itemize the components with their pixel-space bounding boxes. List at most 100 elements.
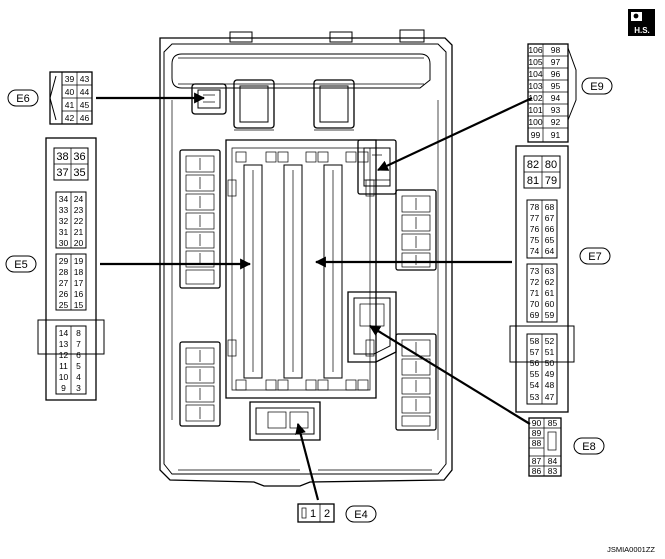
label-e6: E6 — [7, 89, 39, 107]
e7-pin: 80 — [545, 159, 557, 171]
e7-pin: 52 — [545, 336, 555, 346]
e9-pin: 105 — [528, 57, 542, 67]
e5-pin: 27 — [59, 278, 69, 288]
central-fuse-area — [225, 139, 377, 399]
e9-socket — [357, 139, 397, 195]
label-e8: E8 — [573, 437, 605, 455]
e7-pin: 82 — [527, 159, 539, 171]
e7-pin: 64 — [545, 246, 555, 256]
e5-pin: 32 — [59, 216, 69, 226]
e7-block-b: 73 63 72 62 71 61 70 60 69 59 — [530, 266, 555, 320]
e5-pin: 24 — [74, 194, 84, 204]
e8-label: E8 — [582, 441, 595, 453]
e8-pin: 83 — [548, 466, 558, 476]
e7-pin: 57 — [530, 347, 540, 357]
e7-label: E7 — [588, 251, 601, 263]
e7-pin: 50 — [545, 358, 555, 368]
e9-pin: 93 — [551, 105, 561, 115]
e7-pin: 49 — [545, 369, 555, 379]
e5-pin: 30 — [59, 238, 69, 248]
e4-pin: 1 — [310, 508, 316, 520]
right-fuse-column-lower — [395, 333, 437, 431]
e7-pin: 54 — [530, 380, 540, 390]
e7-pin: 66 — [545, 224, 555, 234]
e7-pin: 78 — [530, 202, 540, 212]
e7-pin: 76 — [530, 224, 540, 234]
label-e7: E7 — [579, 247, 611, 265]
e5-pin: 36 — [73, 151, 85, 163]
e7-pin: 60 — [545, 299, 555, 309]
e5-pin: 19 — [74, 256, 84, 266]
e7-pin: 81 — [527, 175, 539, 187]
hs-badge-icon: H.S. — [628, 9, 655, 36]
e7-pin: 68 — [545, 202, 555, 212]
e7-block-c: 58 52 57 51 56 50 55 49 54 48 53 47 — [530, 336, 555, 402]
e8-pin: 85 — [548, 418, 558, 428]
e5-pin: 38 — [56, 151, 68, 163]
e5-pin: 11 — [59, 361, 68, 371]
e5-pin: 3 — [76, 383, 81, 393]
e8-pin: 87 — [532, 456, 542, 466]
e5-pin: 14 — [59, 328, 69, 338]
e7-pin: 48 — [545, 380, 555, 390]
e5-pin: 10 — [59, 372, 69, 382]
e5-pin: 28 — [59, 267, 69, 277]
e5-pin: 16 — [74, 289, 84, 299]
e5-block-a: 34 24 33 23 32 22 31 21 30 20 — [59, 194, 84, 248]
e7-pin: 67 — [545, 213, 555, 223]
e7-pin: 65 — [545, 235, 555, 245]
e9-pin: 96 — [551, 69, 561, 79]
left-fuse-column-upper — [179, 149, 221, 289]
e4-label: E4 — [354, 509, 367, 521]
arrow-e4 — [295, 422, 320, 501]
e7-pin: 79 — [545, 175, 557, 187]
e6-pin: 42 — [65, 113, 75, 123]
e5-pin: 9 — [61, 383, 66, 393]
e5-pin: 20 — [74, 238, 84, 248]
e5-block-c: 14 8 13 7 12 6 11 5 10 4 9 3 — [59, 328, 81, 393]
e5-pin: 31 — [59, 227, 69, 237]
connector-e5: 38 36 37 35 34 24 33 23 32 22 31 21 30 2… — [37, 137, 105, 401]
e5-pin: 34 — [59, 194, 69, 204]
e7-pin: 70 — [530, 299, 540, 309]
e8-pin: 89 — [532, 428, 542, 438]
e6-pin: 39 — [65, 74, 75, 84]
e9-pin: 104 — [528, 69, 542, 79]
e5-pin: 29 — [59, 256, 69, 266]
e9-pin: 92 — [551, 117, 561, 127]
e9-pin: 97 — [551, 57, 561, 67]
e7-pin: 61 — [545, 288, 555, 298]
e6-label: E6 — [16, 93, 29, 105]
e7-pin: 77 — [530, 213, 540, 223]
e9-pin: 95 — [551, 81, 561, 91]
relay-socket-right — [313, 79, 355, 131]
connector-e8: 90 85 89 88 87 84 86 83 — [528, 417, 562, 477]
e9-pin: 98 — [551, 45, 561, 55]
e5-pin: 13 — [59, 339, 69, 349]
arrow-e9 — [377, 97, 533, 171]
e8-pin: 90 — [532, 418, 542, 428]
e6-pin: 40 — [65, 87, 75, 97]
e7-pin: 73 — [530, 266, 540, 276]
e7-pin: 71 — [530, 288, 540, 298]
e9-pin: 99 — [531, 130, 541, 140]
e9-pin: 103 — [528, 81, 542, 91]
e9-label: E9 — [590, 81, 603, 93]
e5-pin: 17 — [74, 278, 84, 288]
document-code: JSMIA0001ZZ — [607, 545, 655, 554]
e6-pin: 43 — [80, 74, 90, 84]
e6-pin: 45 — [80, 100, 90, 110]
e9-pin: 100 — [528, 117, 542, 127]
e7-pin: 53 — [530, 392, 540, 402]
e9-pin: 106 — [528, 45, 542, 55]
e4-socket — [249, 401, 321, 441]
e7-pin: 63 — [545, 266, 555, 276]
e7-pin: 56 — [530, 358, 540, 368]
e7-pin: 62 — [545, 277, 555, 287]
e5-block-b: 29 19 28 18 27 17 26 16 25 15 — [59, 256, 84, 310]
e7-pin: 72 — [530, 277, 540, 287]
label-e5: E5 — [5, 255, 37, 273]
connector-e7: 82 80 81 79 78 68 77 67 76 66 75 65 74 6… — [509, 145, 575, 413]
e7-pin: 58 — [530, 336, 540, 346]
e8-pin: 84 — [548, 456, 558, 466]
